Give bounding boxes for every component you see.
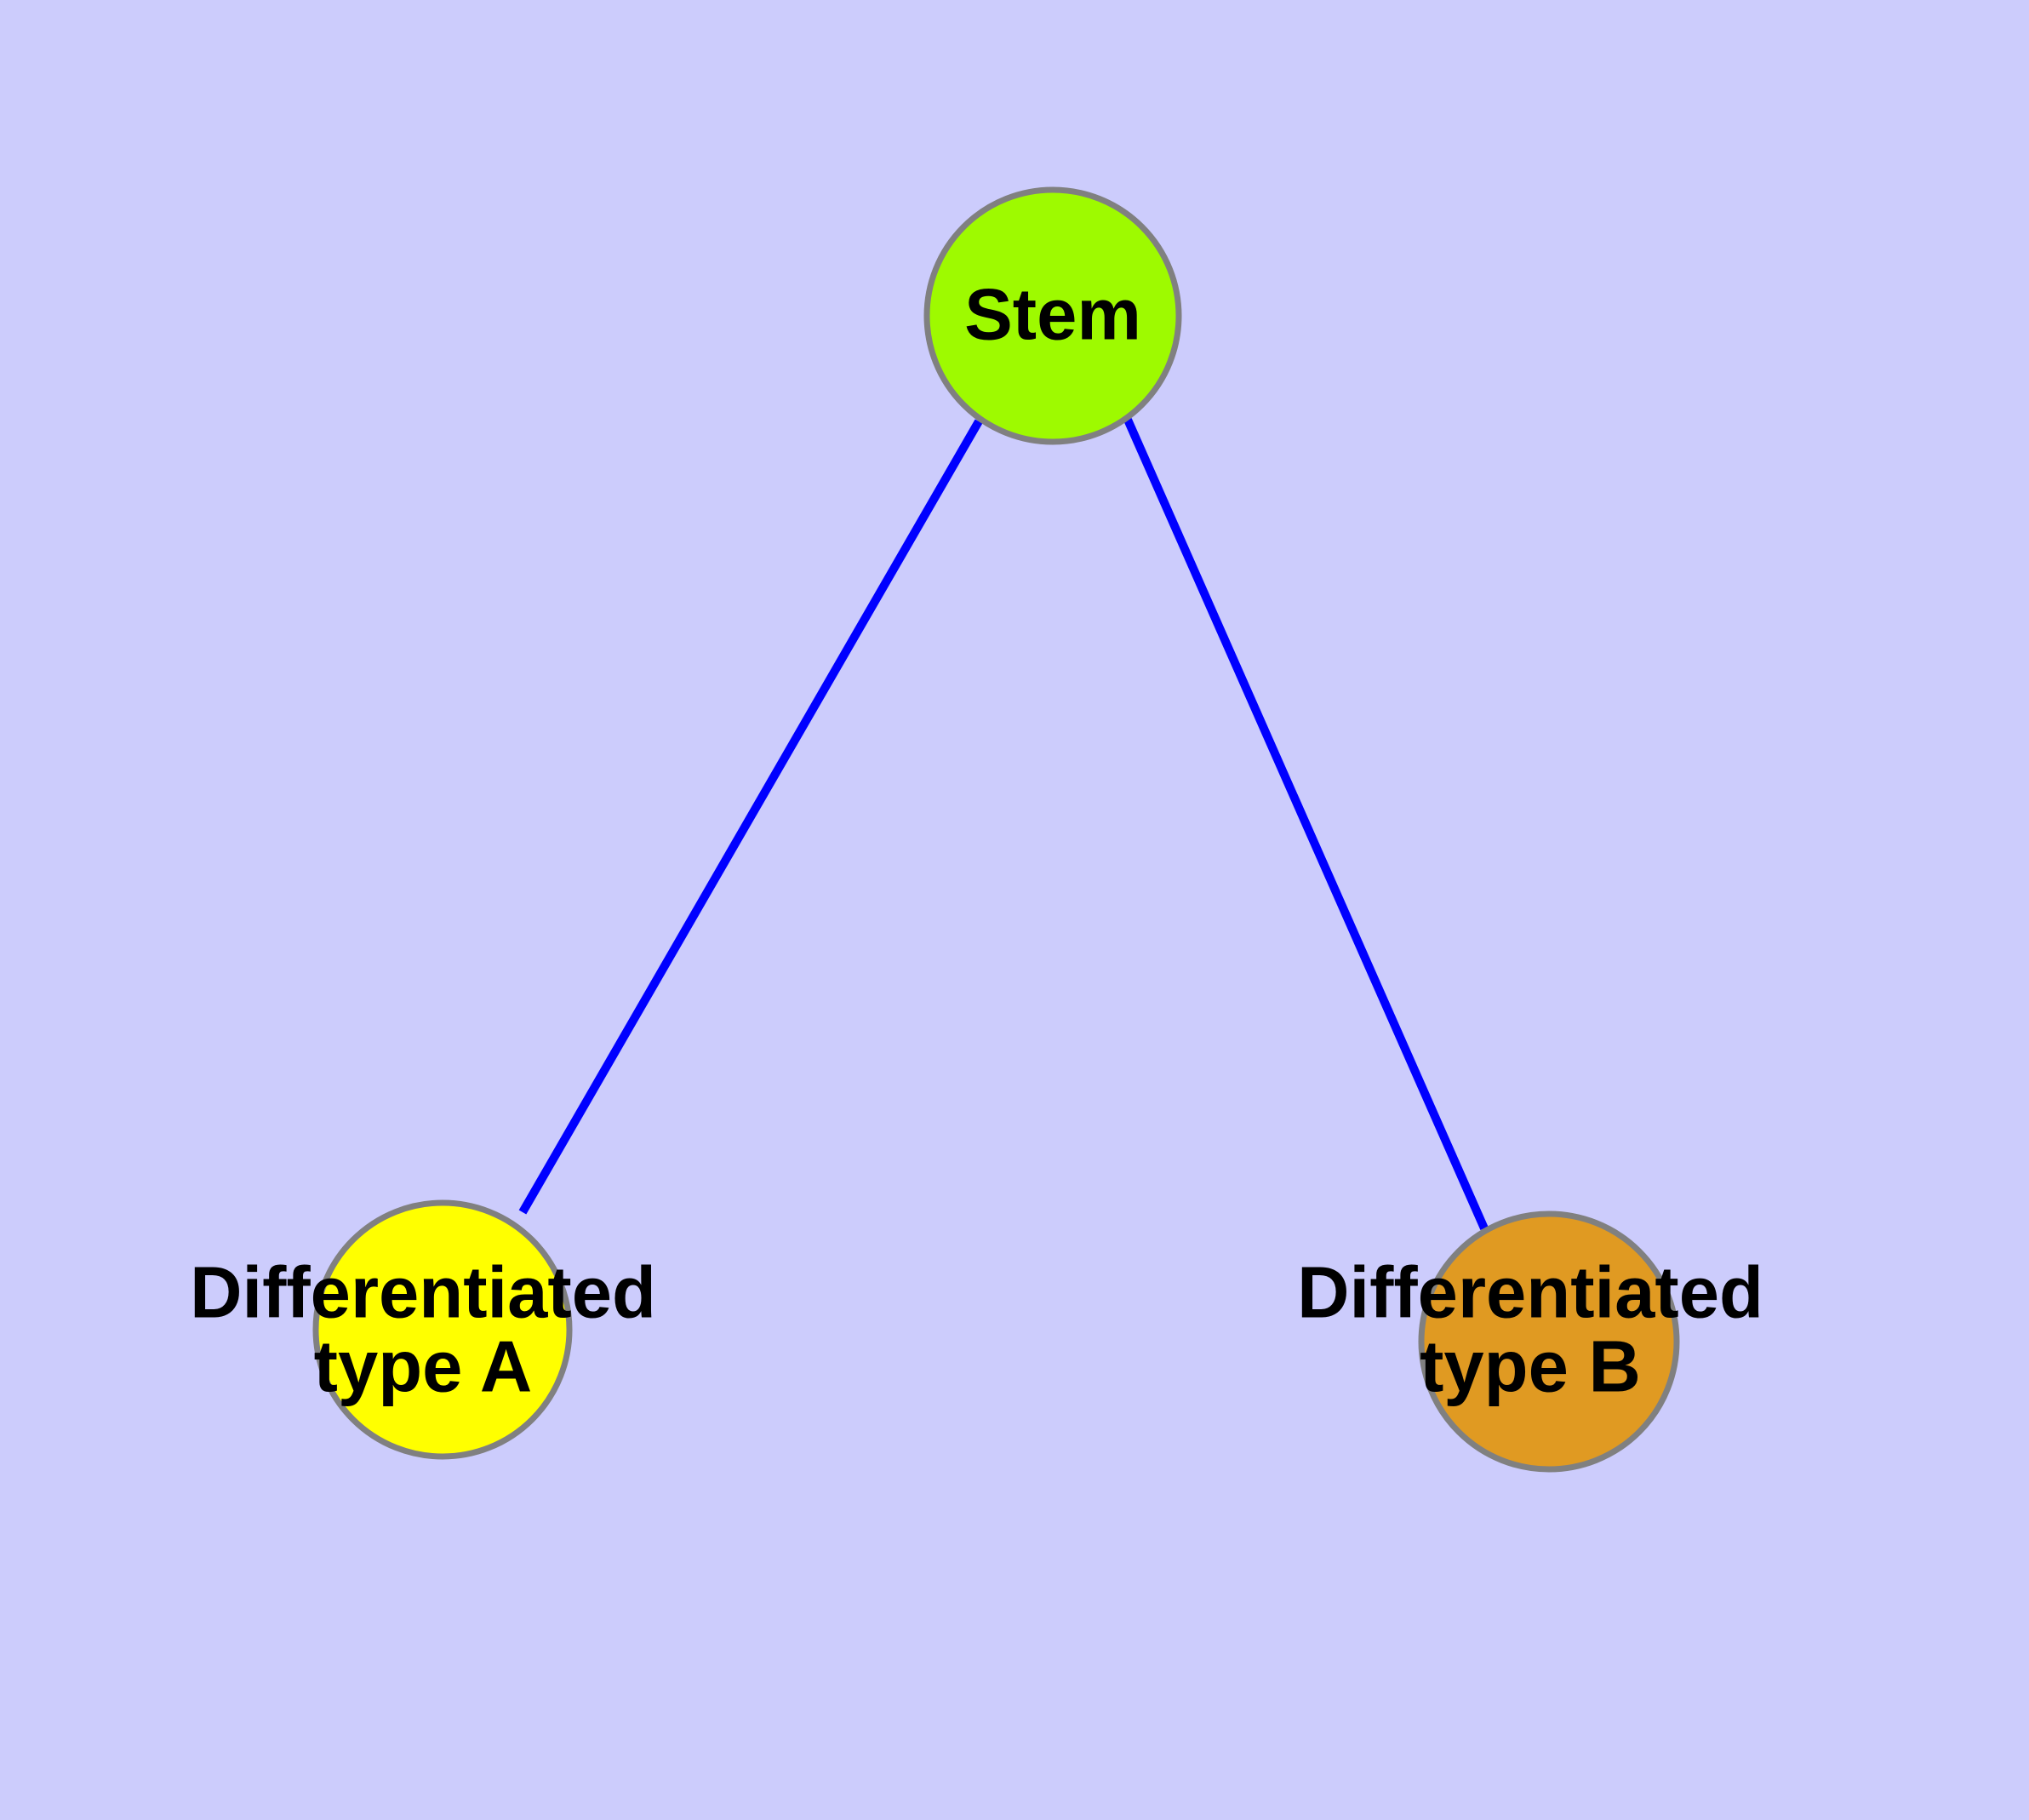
node-stem[interactable] (923, 186, 1182, 445)
edge-stem-to-diff-b[interactable] (1123, 417, 1489, 1231)
node-layer (312, 186, 1680, 1473)
node-diff-b[interactable] (1418, 1210, 1680, 1473)
node-diff-a[interactable] (312, 1199, 573, 1460)
edge-layer (518, 417, 1489, 1231)
edge-stem-to-diff-a[interactable] (518, 419, 983, 1215)
